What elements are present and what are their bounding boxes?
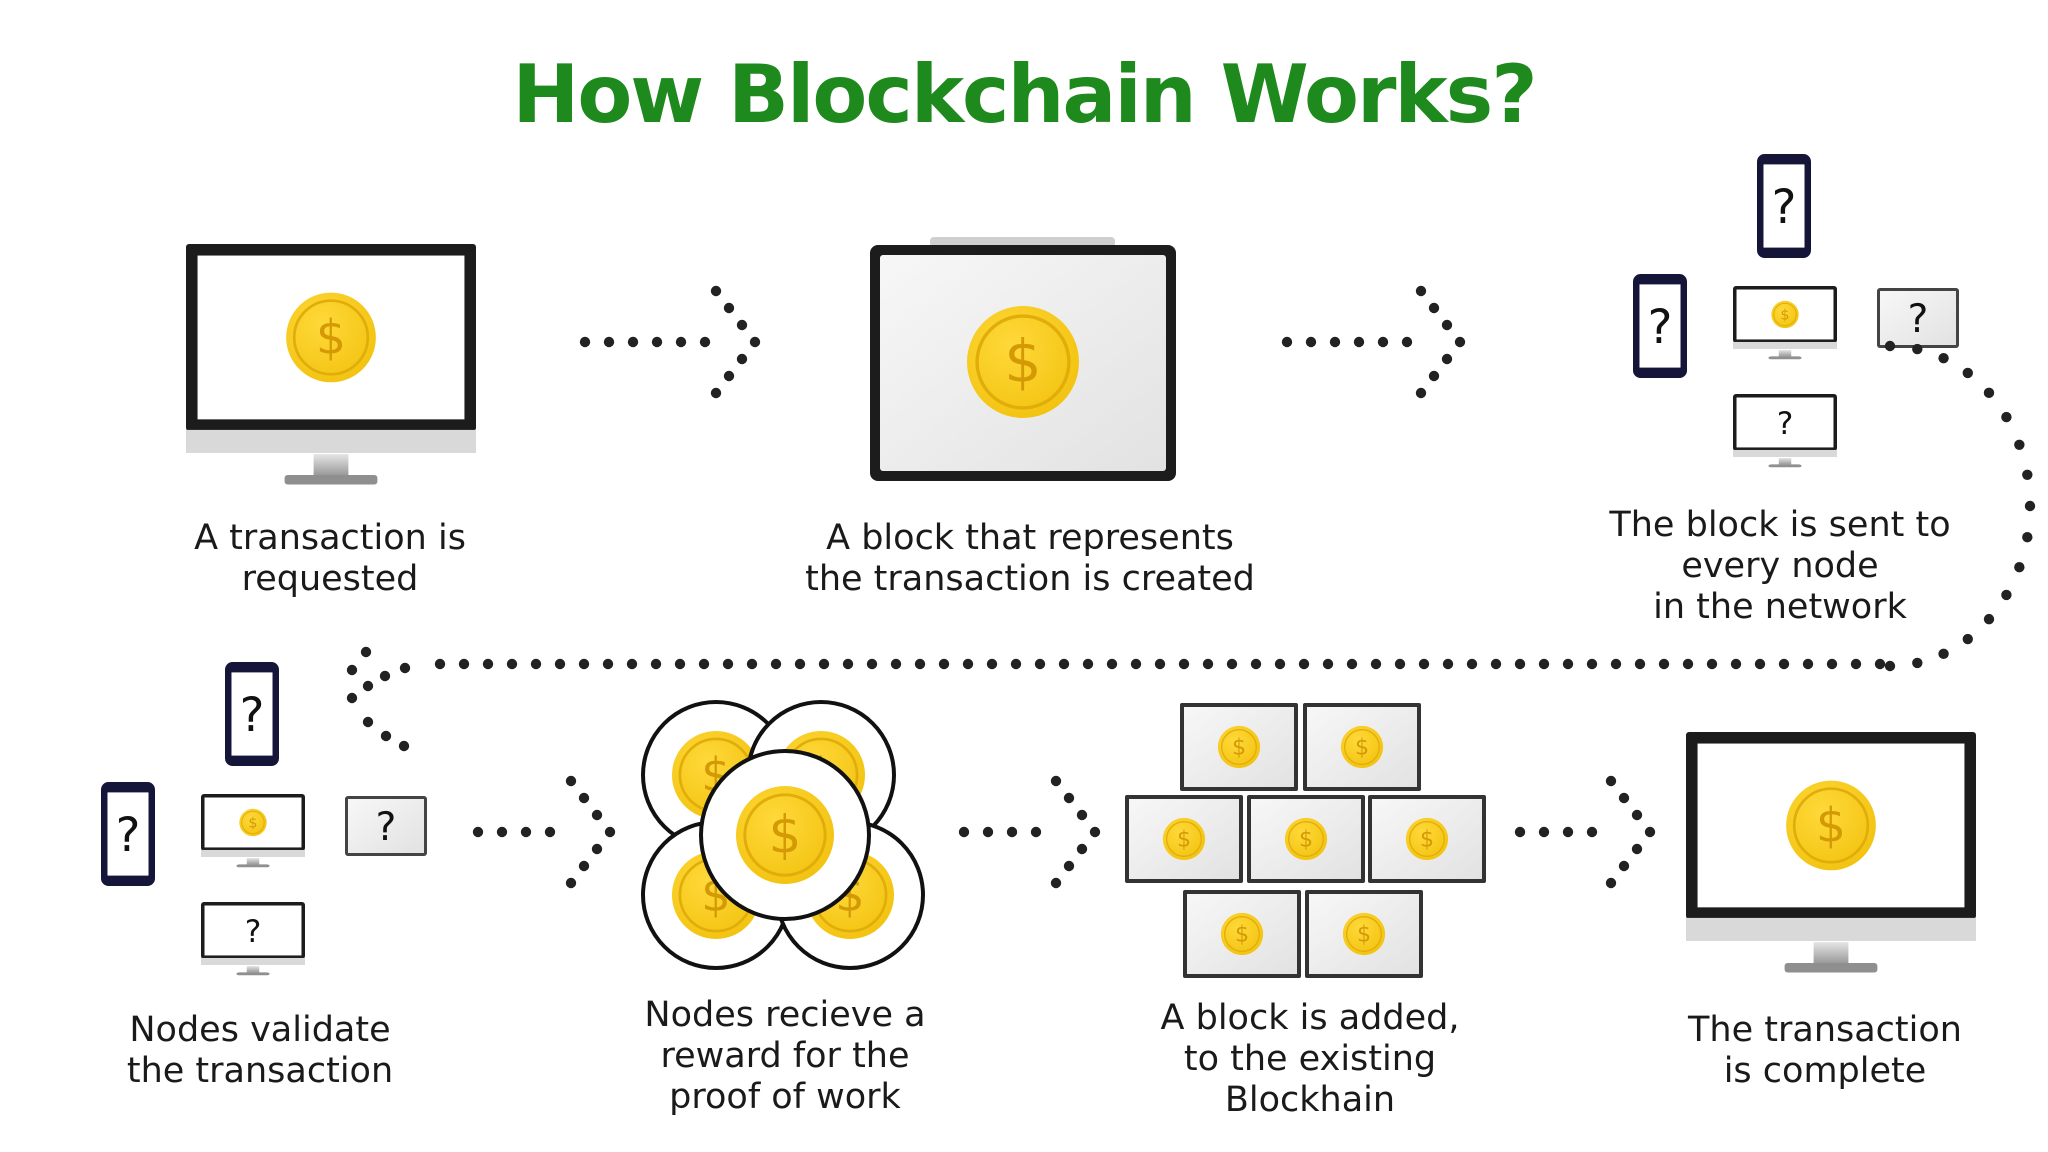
chain-block-icon: $: [1183, 890, 1301, 978]
question-mark-icon: ?: [376, 805, 397, 850]
svg-text:$: $: [316, 311, 346, 366]
question-mark-icon: ?: [240, 689, 265, 743]
chain-block-icon: $: [1180, 703, 1298, 791]
dollar-coin-icon: $: [239, 808, 267, 837]
chain-block-icon: $: [1303, 703, 1421, 791]
chain-block-icon: $: [1247, 795, 1365, 883]
monitor-icon: $: [186, 244, 476, 485]
monitor-icon: ?: [201, 902, 305, 976]
question-mark-icon: ?: [1648, 301, 1673, 355]
svg-text:$: $: [1177, 827, 1191, 853]
svg-text:$: $: [1816, 799, 1846, 854]
chain-block-icon: $: [1305, 890, 1423, 978]
step-2-label: A block that represents the transaction …: [805, 518, 1255, 599]
dollar-coin-icon: $: [1771, 300, 1799, 329]
question-mark-icon: ?: [116, 809, 141, 863]
step-6-label: A block is added, to the existing Blockh…: [1160, 998, 1460, 1120]
dollar-coin-icon: $: [736, 786, 834, 884]
dollar-coin-icon: $: [1342, 912, 1386, 956]
svg-text:$: $: [1004, 327, 1041, 396]
monitor-icon: $: [201, 794, 305, 868]
chain-block-icon: $: [1125, 795, 1243, 883]
dollar-coin-icon: $: [1340, 725, 1384, 769]
dollar-coin-icon: $: [1217, 725, 1261, 769]
svg-text:$: $: [1355, 735, 1369, 761]
step-6-blockchain: $ $ $ $ $ $ $: [1125, 703, 1486, 978]
dollar-coin-icon: $: [1405, 817, 1449, 861]
arrow-step-3-to-4: [346, 340, 2036, 752]
chain-block-icon: $: [1368, 795, 1486, 883]
step-5-reward-coins: $$$$$: [641, 700, 925, 970]
arrow-step-5-to-6: [958, 775, 1101, 889]
dollar-coin-icon: $: [1786, 780, 1876, 871]
dollar-coin-icon: $: [1162, 817, 1206, 861]
tablet-icon: $: [870, 245, 1176, 481]
step-7-label: The transaction is complete: [1688, 1010, 1962, 1091]
step-1-label: A transaction is requested: [194, 518, 466, 599]
svg-text:$: $: [769, 806, 802, 866]
arrow-step-1-to-2: [579, 285, 761, 399]
question-mark-icon: ?: [1772, 181, 1797, 235]
dollar-coin-icon: $: [1220, 912, 1264, 956]
phone-icon: ?: [225, 662, 279, 766]
step-3-network-nodes: ?? $??: [1633, 154, 1959, 468]
dollar-coin-icon: $: [286, 292, 376, 383]
question-mark-icon: ?: [1777, 406, 1794, 442]
step-4-label: Nodes validate the transaction: [126, 1010, 394, 1091]
arrow-step-6-to-7: [1514, 775, 1656, 889]
question-mark-icon: ?: [1908, 297, 1929, 342]
step-5-label: Nodes recieve a reward for the proof of …: [644, 995, 926, 1117]
dollar-coin-icon: $: [1284, 817, 1328, 861]
svg-text:$: $: [248, 815, 257, 831]
step-4-validating-nodes: ?? $??: [101, 662, 427, 976]
tablet-icon: ?: [345, 796, 427, 856]
arrow-step-4-to-5: [472, 775, 616, 889]
svg-text:$: $: [1780, 307, 1789, 323]
monitor-icon: ?: [1733, 394, 1837, 468]
dollar-coin-icon: $: [967, 306, 1079, 418]
tablet-icon: ?: [1877, 288, 1959, 348]
question-mark-icon: ?: [245, 914, 262, 950]
monitor-icon: $: [1733, 286, 1837, 360]
step-2-block-created: $: [870, 237, 1176, 481]
page-title: How Blockchain Works?: [512, 48, 1537, 141]
svg-text:$: $: [1232, 735, 1246, 761]
svg-text:$: $: [1420, 827, 1434, 853]
svg-text:$: $: [1299, 827, 1313, 853]
monitor-icon: $: [1686, 732, 1976, 973]
step-1-transaction-requested: $: [186, 244, 476, 485]
svg-text:$: $: [1357, 922, 1371, 948]
svg-text:$: $: [1235, 922, 1249, 948]
step-7-transaction-complete: $: [1686, 732, 1976, 973]
phone-icon: ?: [1757, 154, 1811, 258]
phone-icon: ?: [101, 782, 155, 886]
phone-icon: ?: [1633, 274, 1687, 378]
arrow-step-2-to-3: [1281, 285, 1466, 399]
step-3-label: The block is sent to every node in the n…: [1609, 505, 1951, 627]
